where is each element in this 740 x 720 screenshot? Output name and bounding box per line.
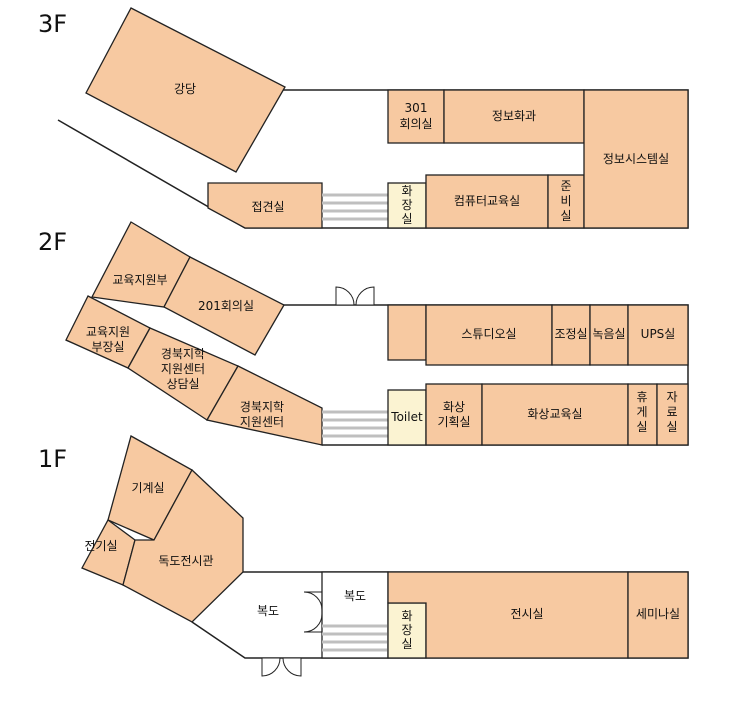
room-301-meeting[interactable] xyxy=(387,89,445,144)
entrance-door-1f[interactable] xyxy=(261,657,302,677)
lounge-label-1: 휴 xyxy=(636,390,647,404)
entrance-door-2f[interactable] xyxy=(335,286,375,306)
floor-2f: 2F 교육지원부 201회의실 교육지원 부장실 경북지학 지원센터 상담실 경… xyxy=(38,221,689,446)
room-archive[interactable] xyxy=(656,383,689,446)
room-301-label-2: 회의실 xyxy=(399,117,432,131)
stairs-1f xyxy=(322,624,388,652)
counsel-label-2: 지원센터 xyxy=(161,362,205,376)
stairs-2f xyxy=(322,410,388,438)
floor-3f-label: 3F xyxy=(38,10,67,38)
room-computer-lab[interactable] xyxy=(425,174,549,229)
room-edu-support-label: 교육지원부 xyxy=(112,273,167,287)
counsel-label-3: 상담실 xyxy=(166,377,199,391)
corridor-right[interactable] xyxy=(321,571,389,659)
room-video-edu[interactable] xyxy=(481,383,629,446)
room-reception[interactable] xyxy=(207,182,323,229)
room-info-division-label: 정보화과 xyxy=(492,109,536,123)
corridor-right-label: 복도 xyxy=(344,589,366,603)
room-machine-label: 기계실 xyxy=(131,481,164,495)
room-201-meeting[interactable] xyxy=(163,256,285,356)
room-control[interactable] xyxy=(551,304,591,366)
room-recording-label: 녹음실 xyxy=(592,327,625,341)
archive-label-2: 료 xyxy=(666,405,677,419)
prep-label-2: 비 xyxy=(560,194,571,208)
corridor-door-1f[interactable] xyxy=(303,591,323,633)
corridor-left-label: 복도 xyxy=(257,604,279,618)
video-plan-label-1: 화상 xyxy=(443,400,465,414)
floor-1f-label: 1F xyxy=(38,445,67,473)
video-plan-label-2: 기획실 xyxy=(437,415,470,429)
stairs-3f xyxy=(322,193,388,221)
room-computer-lab-label: 컴퓨터교육실 xyxy=(454,194,520,208)
restroom-1f-label-2: 장 xyxy=(401,623,412,637)
lounge-label-3: 실 xyxy=(636,420,647,434)
room-ups-label: UPS실 xyxy=(641,327,676,341)
room-info-system-label: 정보시스템실 xyxy=(603,152,669,166)
restroom-3f-label-3: 실 xyxy=(401,212,412,226)
room-dokdo-label: 독도전시관 xyxy=(158,554,213,568)
counsel-label-1: 경북지학 xyxy=(161,347,205,361)
room-reception-label: 접견실 xyxy=(251,200,284,214)
lounge-label-2: 게 xyxy=(636,405,647,419)
room-201-label: 201회의실 xyxy=(198,299,254,313)
room-video-edu-label: 화상교육실 xyxy=(527,407,582,421)
room-restroom-1f[interactable] xyxy=(387,602,427,659)
room-studio-anteroom[interactable] xyxy=(387,304,427,361)
prep-label-1: 준 xyxy=(560,179,571,193)
restroom-1f-label-3: 실 xyxy=(401,637,412,651)
room-ups[interactable] xyxy=(627,304,689,366)
support-center-label-1: 경북지학 xyxy=(240,400,284,414)
room-control-label: 조정실 xyxy=(554,327,587,341)
room-video-plan[interactable] xyxy=(425,383,483,446)
floor-3f: 3F 강당 접견실 301 회의실 정보화과 화 장 실 컴퓨터교육실 준 비 … xyxy=(38,7,689,229)
room-auditorium-label: 강당 xyxy=(174,82,196,96)
room-studio-label: 스튜디오실 xyxy=(461,327,516,341)
restroom-1f-label-1: 화 xyxy=(401,609,412,623)
restroom-3f-label-1: 화 xyxy=(401,184,412,198)
floor-2f-label: 2F xyxy=(38,228,67,256)
floor-1f: 1F 기계실 전기실 독도전시관 복도 복도 화 장 실 전시실 xyxy=(38,435,689,677)
prep-label-3: 실 xyxy=(560,209,571,223)
room-seminar[interactable] xyxy=(627,571,689,659)
archive-label-1: 자 xyxy=(666,390,677,404)
archive-label-3: 실 xyxy=(666,420,677,434)
room-exhibit-label: 전시실 xyxy=(510,607,543,621)
support-center-label-2: 지원센터 xyxy=(240,415,284,429)
room-seminar-label: 세미나실 xyxy=(636,607,680,621)
room-301-label-1: 301 xyxy=(405,101,428,115)
room-toilet-label: Toilet xyxy=(390,410,423,424)
room-auditorium[interactable] xyxy=(85,7,286,173)
edu-director-label-1: 교육지원 xyxy=(86,325,130,339)
room-recording[interactable] xyxy=(589,304,629,366)
restroom-3f-label-2: 장 xyxy=(401,198,412,212)
edu-director-label-2: 부장실 xyxy=(91,340,124,354)
room-electric-label: 전기실 xyxy=(84,539,117,553)
room-dokdo[interactable] xyxy=(122,468,244,623)
room-info-system[interactable] xyxy=(583,89,689,229)
room-studio[interactable] xyxy=(425,304,553,366)
room-support-center[interactable] xyxy=(205,365,323,446)
room-lounge[interactable] xyxy=(627,383,658,446)
room-toilet-2f[interactable] xyxy=(387,389,427,446)
